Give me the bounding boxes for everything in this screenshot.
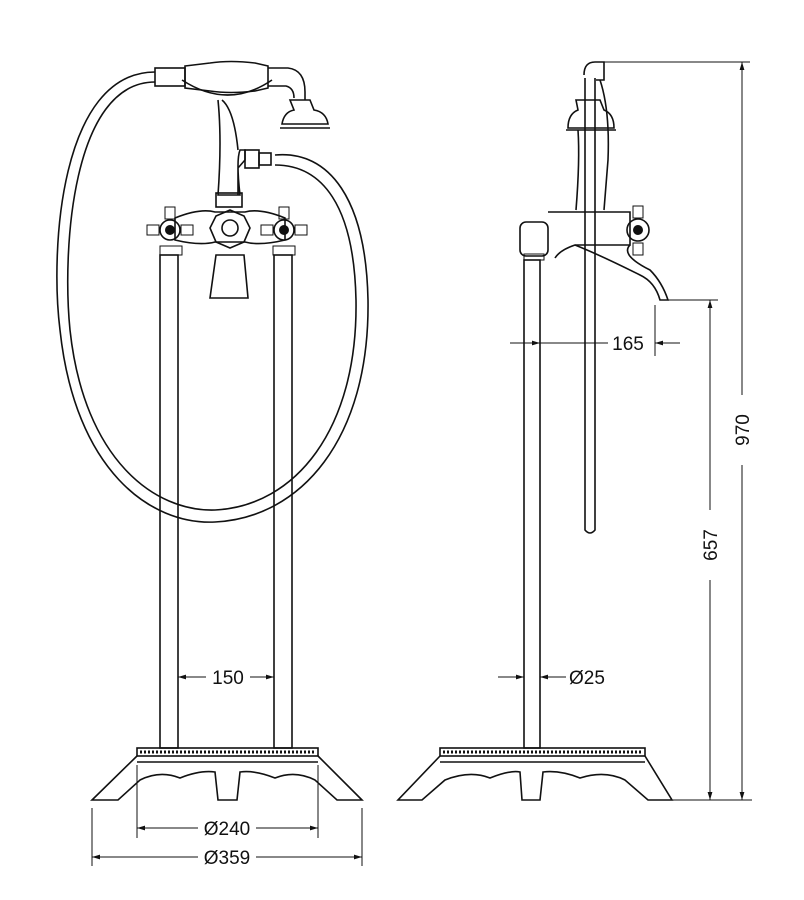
spout: [209, 254, 249, 299]
dimension-165: 165: [510, 305, 680, 356]
pipe-diameter-label: Ø25: [569, 668, 605, 689]
dimension-150: 150: [177, 660, 275, 690]
side-handset-and-hose: [566, 61, 616, 534]
cross-handle-left: [146, 206, 194, 256]
front-base: [90, 747, 364, 801]
front-view: 150 Ø240 Ø359: [56, 60, 369, 869]
spout-height-label: 657: [701, 529, 722, 561]
valve-body: [146, 206, 308, 299]
cross-handle-right: [260, 206, 308, 256]
body-stem: [215, 99, 272, 208]
spout-reach-label: 165: [612, 334, 644, 355]
total-height-label: 970: [733, 414, 754, 446]
dimension-25: Ø25: [498, 668, 605, 689]
side-view: 165 Ø25 657 970: [396, 61, 754, 801]
side-base: [396, 747, 674, 801]
pipe-spacing-label: 150: [212, 668, 244, 689]
side-body-and-spout: [519, 205, 670, 301]
side-supply-pipe: [523, 259, 541, 749]
base-inner-diameter-label: Ø240: [204, 819, 250, 840]
base-outer-diameter-label: Ø359: [204, 848, 250, 869]
dimension-240: Ø240: [136, 765, 319, 840]
dimension-657: 657: [660, 299, 752, 801]
side-cross-handle: [626, 205, 650, 256]
dimension-359: Ø359: [91, 808, 363, 869]
shower-hose: [56, 71, 369, 523]
handset: [154, 60, 330, 129]
dimension-970: 970: [600, 61, 754, 800]
